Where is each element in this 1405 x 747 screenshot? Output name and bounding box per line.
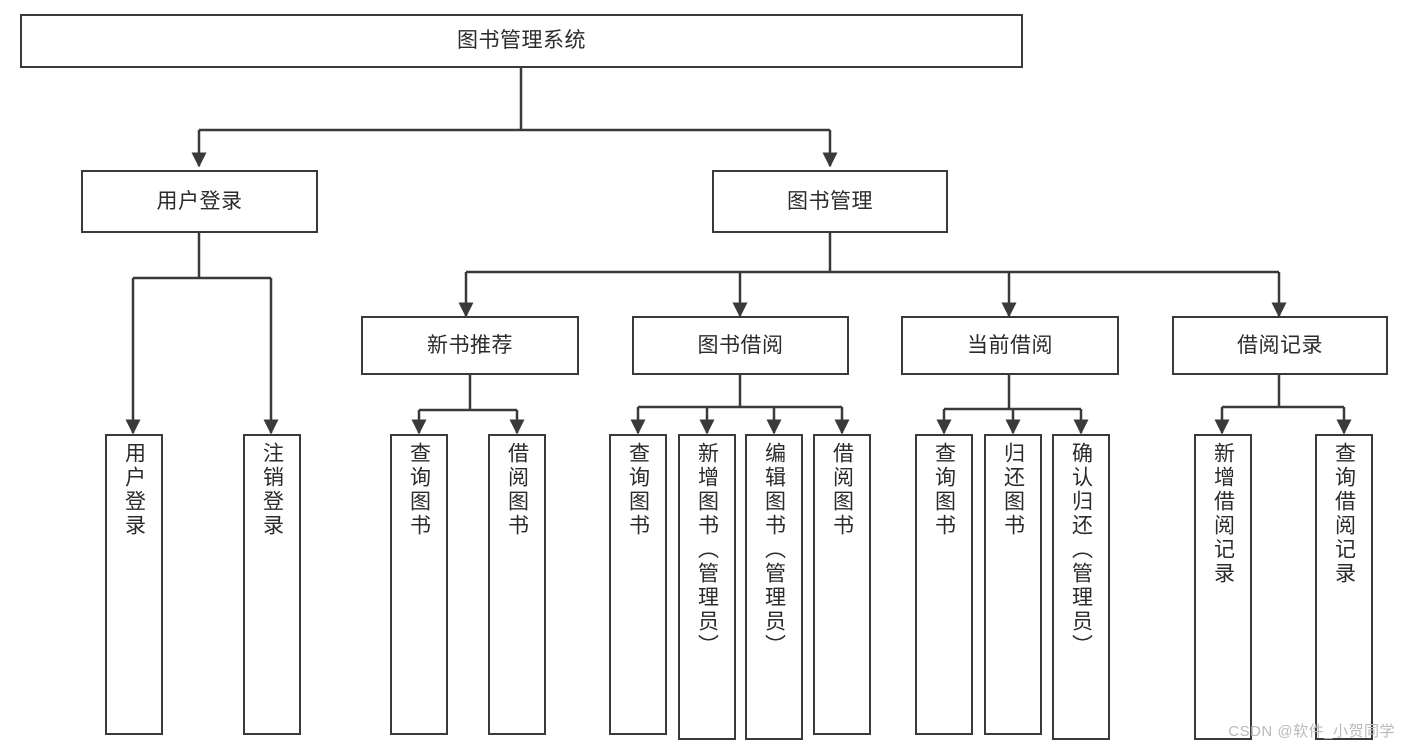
node-label: 借阅图书: [505, 442, 529, 538]
node-label: 图书借阅: [697, 333, 784, 357]
leaf-query-book-borrow[interactable]: 查询图书: [609, 434, 667, 735]
node-label: 用户登录: [122, 442, 146, 538]
node-label: 用户登录: [156, 189, 243, 213]
leaf-logout[interactable]: 注销登录: [243, 434, 301, 735]
leaf-query-book-current[interactable]: 查询图书: [915, 434, 973, 735]
node-label: 查询借阅记录: [1332, 442, 1356, 586]
leaf-add-book-admin[interactable]: 新增图书（管理员）: [678, 434, 736, 740]
leaf-borrow-book[interactable]: 借阅图书: [813, 434, 871, 735]
node-label: 图书管理: [787, 189, 873, 213]
leaf-borrow-book-newbooks[interactable]: 借阅图书: [488, 434, 546, 735]
node-label: 查询图书: [626, 442, 650, 538]
node-label: 编辑图书（管理员）: [762, 442, 786, 658]
leaf-user-login[interactable]: 用户登录: [105, 434, 163, 735]
node-label: 注销登录: [260, 442, 284, 538]
leaf-return-book[interactable]: 归还图书: [984, 434, 1042, 735]
leaf-query-book-newbooks[interactable]: 查询图书: [390, 434, 448, 735]
node-label: 新增图书（管理员）: [695, 442, 719, 658]
node-root-system[interactable]: 图书管理系统: [20, 14, 1023, 68]
node-label: 新增借阅记录: [1211, 442, 1235, 586]
node-label: 借阅记录: [1237, 333, 1323, 357]
leaf-confirm-return-admin[interactable]: 确认归还（管理员）: [1052, 434, 1110, 740]
leaf-query-borrow-record[interactable]: 查询借阅记录: [1315, 434, 1373, 740]
node-current-borrow[interactable]: 当前借阅: [901, 316, 1119, 375]
node-label: 借阅图书: [830, 442, 854, 538]
node-label: 新书推荐: [427, 333, 513, 357]
node-borrow-record[interactable]: 借阅记录: [1172, 316, 1388, 375]
node-label: 确认归还（管理员）: [1069, 442, 1093, 658]
node-label: 当前借阅: [967, 333, 1053, 357]
watermark: CSDN @软件_小贺同学: [1228, 723, 1395, 740]
node-new-book-recommend[interactable]: 新书推荐: [361, 316, 579, 375]
node-label: 图书管理系统: [457, 29, 586, 53]
leaf-add-borrow-record[interactable]: 新增借阅记录: [1194, 434, 1252, 740]
node-label: 查询图书: [932, 442, 956, 538]
node-user-login[interactable]: 用户登录: [81, 170, 318, 233]
node-book-management[interactable]: 图书管理: [712, 170, 948, 233]
node-book-borrow[interactable]: 图书借阅: [632, 316, 849, 375]
node-label: 归还图书: [1001, 442, 1025, 538]
leaf-edit-book-admin[interactable]: 编辑图书（管理员）: [745, 434, 803, 740]
node-label: 查询图书: [407, 442, 431, 538]
